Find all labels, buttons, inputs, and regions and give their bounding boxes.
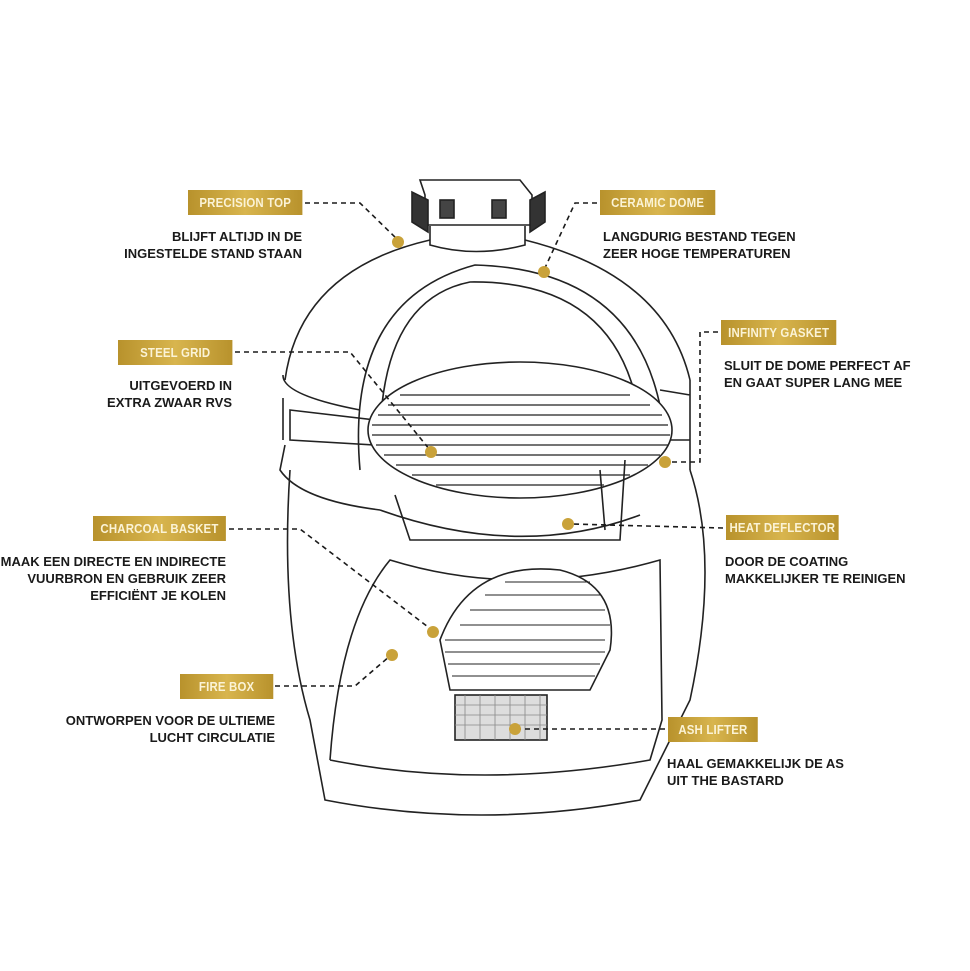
charcoal-basket-marker [427, 626, 439, 638]
steel-grid-description: UITGEVOERD IN EXTRA ZWAAR RVS [107, 377, 232, 411]
infinity-gasket-description: SLUIT DE DOME PERFECT AF EN GAAT SUPER L… [724, 357, 911, 391]
description-line: HAAL GEMAKKELIJK DE AS [667, 756, 844, 771]
description-line: EXTRA ZWAAR RVS [107, 395, 232, 410]
infinity-gasket-marker [659, 456, 671, 468]
ceramic-dome-marker [538, 266, 550, 278]
heat-deflector-label: HEAT DEFLECTOR [726, 515, 839, 540]
description-line: ZEER HOGE TEMPERATUREN [603, 246, 791, 261]
description-line: UIT THE BASTARD [667, 773, 784, 788]
fire-box-marker [386, 649, 398, 661]
infinity-gasket-label: INFINITY GASKET [721, 320, 837, 345]
ash-lifter-marker [509, 723, 521, 735]
steel-grid-label: STEEL GRID [118, 340, 233, 365]
description-line: LUCHT CIRCULATIE [149, 730, 275, 745]
fire-box-description: ONTWORPEN VOOR DE ULTIEME LUCHT CIRCULAT… [66, 712, 275, 746]
precision-top-label: PRECISION TOP [188, 190, 303, 215]
fire-box-label: FIRE BOX [180, 674, 274, 699]
description-line: DOOR DE COATING [725, 554, 849, 569]
heat-deflector-marker [562, 518, 574, 530]
precision-top-description: BLIJFT ALTIJD IN DE INGESTELDE STAND STA… [124, 228, 302, 262]
description-line: UITGEVOERD IN [129, 378, 232, 393]
description-line: MAAK EEN DIRECTE EN INDIRECTE [0, 554, 226, 569]
ceramic-dome-label: CERAMIC DOME [600, 190, 716, 215]
ceramic-dome-description: LANGDURIG BESTAND TEGEN ZEER HOGE TEMPER… [603, 228, 796, 262]
ash-lifter-label: ASH LIFTER [668, 717, 758, 742]
description-line: SLUIT DE DOME PERFECT AF [724, 358, 911, 373]
precision-top-marker [392, 236, 404, 248]
steel-grid-marker [425, 446, 437, 458]
description-line: EN GAAT SUPER LANG MEE [724, 375, 903, 390]
description-line: EFFICIËNT JE KOLEN [90, 588, 226, 603]
description-line: ONTWORPEN VOOR DE ULTIEME [65, 713, 275, 728]
description-line: VUURBRON EN GEBRUIK ZEER [27, 571, 226, 586]
description-line: LANGDURIG BESTAND TEGEN [603, 229, 796, 244]
charcoal-basket-label: CHARCOAL BASKET [93, 516, 226, 541]
description-line: BLIJFT ALTIJD IN DE [172, 229, 302, 244]
heat-deflector-description: DOOR DE COATING MAKKELIJKER TE REINIGEN [725, 553, 906, 587]
charcoal-basket-description: MAAK EEN DIRECTE EN INDIRECTE VUURBRON E… [1, 553, 226, 604]
description-line: MAKKELIJKER TE REINIGEN [725, 571, 906, 586]
ash-lifter-description: HAAL GEMAKKELIJK DE AS UIT THE BASTARD [667, 755, 844, 789]
description-line: INGESTELDE STAND STAAN [124, 246, 302, 261]
